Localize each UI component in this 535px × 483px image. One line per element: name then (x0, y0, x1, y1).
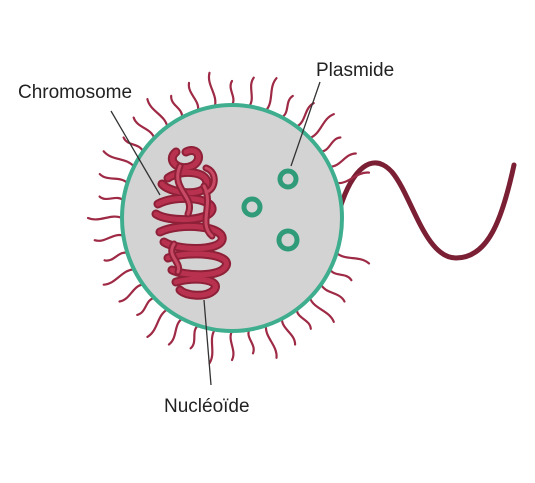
plasmid-ring-top (277, 168, 299, 190)
pilus (146, 308, 169, 338)
pilus (229, 79, 235, 107)
pilus (264, 77, 278, 112)
chromosome-leader-line (110, 110, 161, 196)
plasmid-ring-left (241, 196, 263, 218)
pilus (280, 94, 294, 119)
pilus (102, 150, 136, 168)
pilus (229, 329, 235, 362)
pilus (319, 136, 342, 153)
pilus (102, 268, 136, 286)
pilus (187, 81, 200, 112)
flagellum (337, 160, 517, 261)
nucleoid-label: Nucléoïde (164, 396, 250, 417)
plasmid-label: Plasmide (316, 60, 394, 81)
chromosome-label: Chromosome (18, 82, 132, 103)
pilus (319, 283, 346, 303)
pilus (280, 317, 297, 346)
pilus (247, 328, 255, 355)
chromosome-dna (151, 146, 231, 300)
pilus (264, 324, 278, 359)
pilus (136, 296, 156, 316)
pilus (146, 98, 169, 128)
pilus (328, 268, 353, 282)
pilus (335, 171, 371, 185)
plasmid-ring-bottom (276, 228, 300, 252)
pilus (308, 296, 335, 323)
pilus (295, 308, 312, 330)
pilus (167, 317, 184, 346)
pilus (93, 233, 125, 242)
pilus (248, 76, 255, 108)
pilus (328, 152, 357, 168)
pilus (103, 251, 129, 262)
pilus (98, 195, 125, 202)
pili-group (86, 71, 371, 365)
pilus (207, 71, 217, 108)
pilus (208, 328, 216, 365)
pilus (98, 173, 129, 185)
pilus (86, 215, 124, 221)
pilus (335, 251, 371, 265)
pilus (170, 94, 184, 119)
pilus (132, 116, 156, 140)
pilus (189, 324, 200, 350)
pilus (308, 113, 335, 140)
plasmid-leader-line (290, 81, 321, 167)
nucleoid-leader-line (203, 299, 212, 386)
pilus (118, 283, 145, 303)
